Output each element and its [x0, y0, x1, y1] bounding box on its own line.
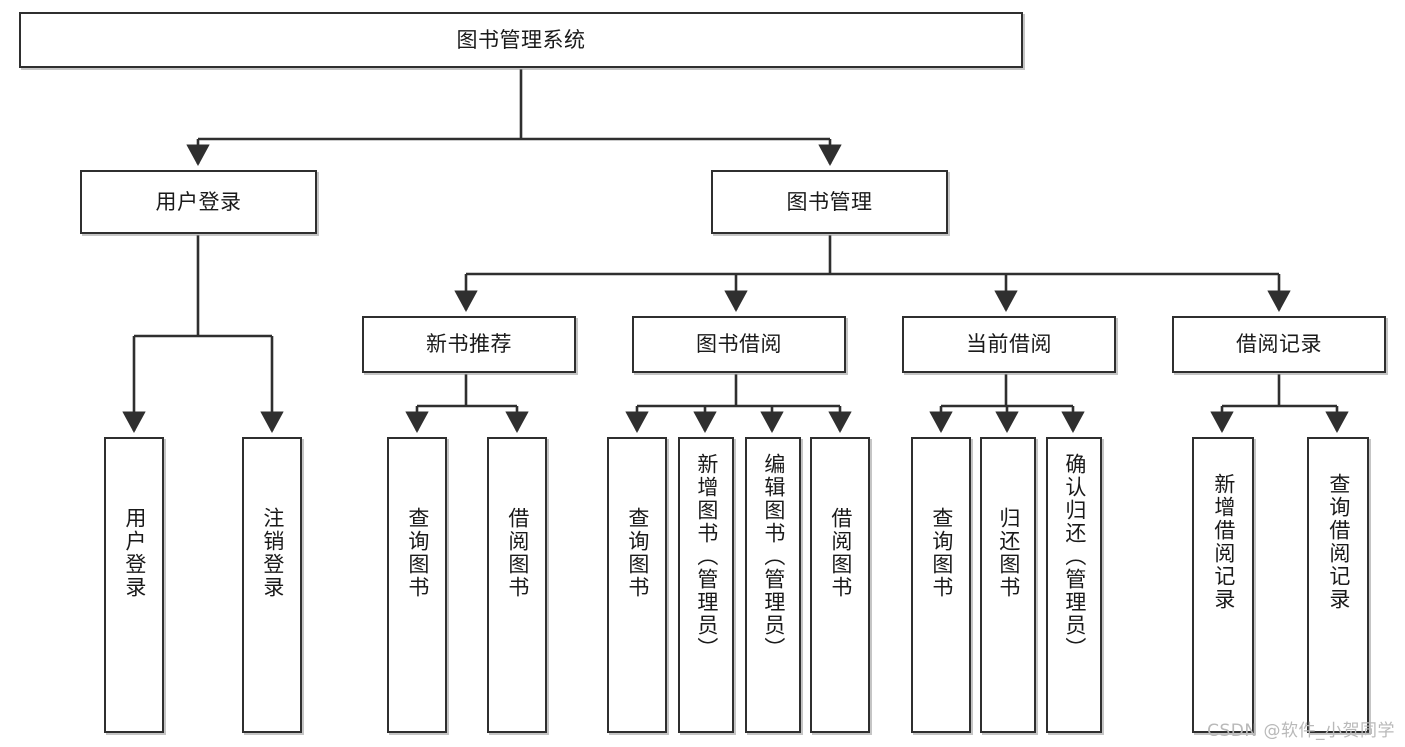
node-new-book-recommend[interactable]: 新书推荐: [362, 316, 576, 373]
leaf-new-book-borrow-label: 借阅图书: [505, 507, 530, 599]
node-borrow-record-label: 借阅记录: [1236, 332, 1322, 357]
leaf-borrow-record-add-label: 新增借阅记录: [1211, 473, 1236, 611]
leaf-current-borrow-return-label: 归还图书: [996, 507, 1021, 599]
node-book-borrow-label: 图书借阅: [696, 332, 782, 357]
node-current-borrow[interactable]: 当前借阅: [902, 316, 1116, 373]
leaf-book-borrow-query[interactable]: 查询图书: [607, 437, 667, 733]
leaf-user-login-login[interactable]: 用户登录: [104, 437, 164, 733]
node-book-management-label: 图书管理: [786, 189, 873, 214]
leaf-book-borrow-borrow-label: 借阅图书: [828, 507, 853, 599]
leaf-new-book-borrow[interactable]: 借阅图书: [487, 437, 547, 733]
node-root-system-label: 图书管理系统: [456, 27, 586, 52]
node-book-management[interactable]: 图书管理: [711, 170, 948, 234]
leaf-book-borrow-query-label: 查询图书: [625, 507, 650, 599]
leaf-current-borrow-confirm-label: 确认归还（管理员）: [1062, 453, 1087, 660]
leaf-current-borrow-confirm[interactable]: 确认归还（管理员）: [1046, 437, 1102, 733]
leaf-current-borrow-return[interactable]: 归还图书: [980, 437, 1036, 733]
node-current-borrow-label: 当前借阅: [966, 332, 1052, 357]
leaf-user-login-login-label: 用户登录: [122, 507, 147, 599]
node-user-login-label: 用户登录: [155, 189, 242, 214]
node-user-login[interactable]: 用户登录: [80, 170, 317, 234]
node-borrow-record[interactable]: 借阅记录: [1172, 316, 1386, 373]
leaf-book-borrow-edit[interactable]: 编辑图书（管理员）: [745, 437, 801, 733]
leaf-borrow-record-query[interactable]: 查询借阅记录: [1307, 437, 1369, 733]
leaf-current-borrow-query-label: 查询图书: [929, 507, 954, 599]
leaf-new-book-query-label: 查询图书: [405, 507, 430, 599]
leaf-book-borrow-borrow[interactable]: 借阅图书: [810, 437, 870, 733]
node-book-borrow[interactable]: 图书借阅: [632, 316, 846, 373]
node-root-system[interactable]: 图书管理系统: [19, 12, 1023, 68]
leaf-borrow-record-add[interactable]: 新增借阅记录: [1192, 437, 1254, 733]
leaf-current-borrow-query[interactable]: 查询图书: [911, 437, 971, 733]
leaf-user-login-logout[interactable]: 注销登录: [242, 437, 302, 733]
leaf-book-borrow-add-label: 新增图书（管理员）: [694, 453, 719, 660]
leaf-borrow-record-query-label: 查询借阅记录: [1326, 473, 1351, 611]
node-new-book-recommend-label: 新书推荐: [426, 332, 512, 357]
leaf-new-book-query[interactable]: 查询图书: [387, 437, 447, 733]
leaf-user-login-logout-label: 注销登录: [260, 507, 285, 599]
leaf-book-borrow-add[interactable]: 新增图书（管理员）: [678, 437, 734, 733]
leaf-book-borrow-edit-label: 编辑图书（管理员）: [761, 453, 786, 660]
